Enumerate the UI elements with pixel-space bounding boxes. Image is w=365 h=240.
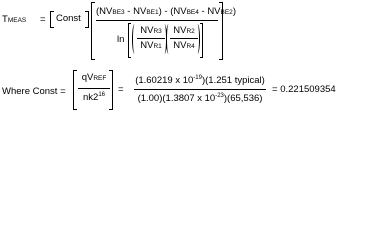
r2-main: NV xyxy=(173,25,187,36)
numeric-fraction-line xyxy=(134,89,266,90)
nk-superscript: 16 xyxy=(98,92,105,98)
r4-sub: R4 xyxy=(186,43,195,50)
r4-main: NV xyxy=(173,40,187,51)
result: = 0.221509354 xyxy=(272,84,336,95)
const-def-right-bracket xyxy=(109,70,113,110)
num-d: - NV xyxy=(198,6,221,17)
num-rest: )(1.251 typical) xyxy=(201,75,265,86)
const-label: Const xyxy=(56,13,81,24)
result-value: 0.221509354 xyxy=(280,84,336,95)
ratio1-denominator: NVR1 xyxy=(136,40,166,52)
const-def-numerator: qVREF xyxy=(76,72,112,84)
const-def-left-bracket xyxy=(73,70,77,110)
numeric-denominator: (1.00)(1.3807 x 10-23)(65,536) xyxy=(130,93,270,106)
r1-main: NV xyxy=(140,40,154,51)
num-b: - NV xyxy=(124,6,147,17)
r2-sub: R2 xyxy=(186,28,195,35)
num-text: (1.60219 x 10 xyxy=(135,75,194,86)
num-b-sub: BE1 xyxy=(146,9,159,16)
qv-main: qV xyxy=(81,72,94,83)
ratio2-numerator: NVR2 xyxy=(169,25,199,37)
tmeas-subscript: MEAS xyxy=(7,17,27,24)
num-a-sub: BE3 xyxy=(112,9,125,16)
num-c: ) - (NV xyxy=(158,6,187,17)
ratio2-right-paren xyxy=(195,24,200,54)
tmeas-symbol: TMEAS xyxy=(2,14,26,26)
ln-right-bracket xyxy=(200,23,203,58)
tmeas-numerator: (NVBE3 - NVBE1) - (NVBE4 - NVBE2) xyxy=(96,6,236,18)
tmeas-main: T xyxy=(2,14,8,25)
equals-sign-1: = xyxy=(40,14,46,25)
ratio1-left-paren xyxy=(132,24,137,54)
where-const-label: Where Const = xyxy=(2,86,66,97)
numeric-numerator: (1.60219 x 10-19)(1.251 typical) xyxy=(130,75,270,88)
equals-sign-2: = xyxy=(118,84,124,95)
const-right-bracket xyxy=(85,11,89,28)
nk-main: nk2 xyxy=(82,92,99,103)
r3-sub: R3 xyxy=(153,28,162,35)
main-fraction-line xyxy=(96,20,218,21)
num-d-sub: BE2 xyxy=(220,9,233,16)
ln-label: ln xyxy=(117,34,125,45)
den-rest: )(65,536) xyxy=(223,93,263,104)
num-c-sub: BE4 xyxy=(186,9,199,16)
equals-sign-3: = xyxy=(272,84,278,95)
ratio1-fraction-line xyxy=(137,38,165,39)
ratio2-denominator: NVR4 xyxy=(169,40,199,52)
ln-left-bracket xyxy=(128,23,131,58)
den-text: (1.00)(1.3807 x 10 xyxy=(137,93,216,104)
num-a: (NV xyxy=(96,6,113,17)
num-end: ) xyxy=(232,6,236,17)
num-exponent: -19 xyxy=(193,75,202,81)
big-right-bracket xyxy=(219,2,223,60)
big-left-bracket xyxy=(91,2,95,60)
ratio2-left-paren xyxy=(166,24,171,54)
r3-main: NV xyxy=(140,25,154,36)
qv-sub: REF xyxy=(93,75,107,82)
ratio2-fraction-line xyxy=(170,38,198,39)
r1-sub: R1 xyxy=(153,43,162,50)
const-left-bracket xyxy=(50,11,54,28)
ratio1-numerator: NVR3 xyxy=(136,25,166,37)
den-exponent: -23 xyxy=(215,93,224,99)
const-def-denominator: nk216 xyxy=(76,92,112,105)
const-def-fraction-line xyxy=(78,88,110,89)
